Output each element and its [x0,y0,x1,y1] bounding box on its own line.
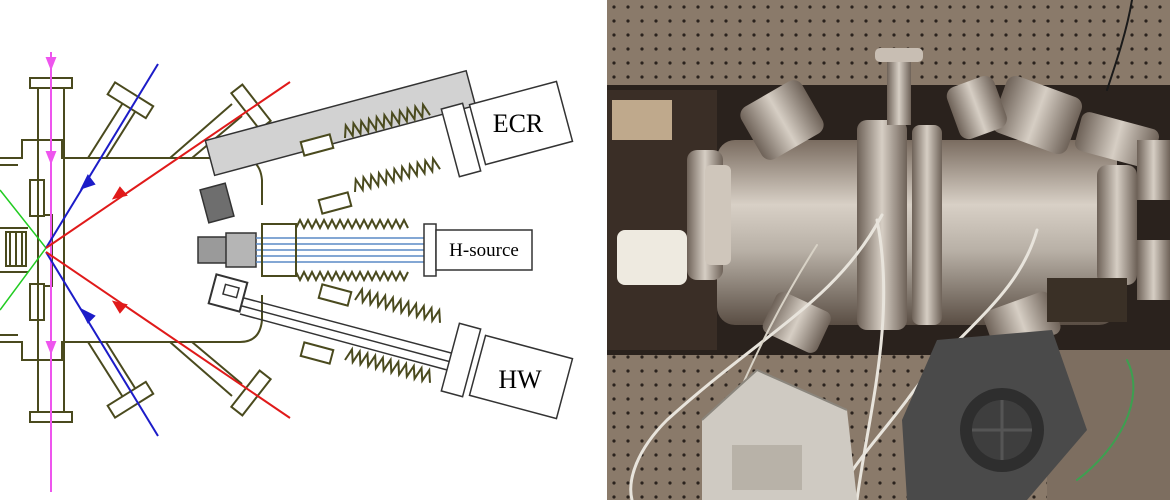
vacuum-chamber [617,48,1170,354]
hw-label: HW [498,365,542,394]
h-source-label: H-source [449,240,519,261]
h-source-bellows-top [295,217,409,231]
ecr-source: ECR [199,69,574,224]
vacuum-chamber-photo [607,0,1170,500]
hw-bellows-top [354,286,441,324]
laser-vertical [45,52,57,492]
hw-source: HW [207,273,574,420]
cardboard-box [612,100,672,140]
ecr-bellows [344,101,431,139]
h-source-lines [256,237,430,263]
ecr-label: ECR [493,109,544,138]
turbo-pump [902,330,1087,500]
beam-red [45,81,291,419]
lower-ports [87,341,273,419]
chamber-schematic: ECR H-source HW [0,52,574,492]
equipment-box [701,368,857,500]
h-source: H-source [197,217,533,283]
beam-blue [45,63,159,437]
